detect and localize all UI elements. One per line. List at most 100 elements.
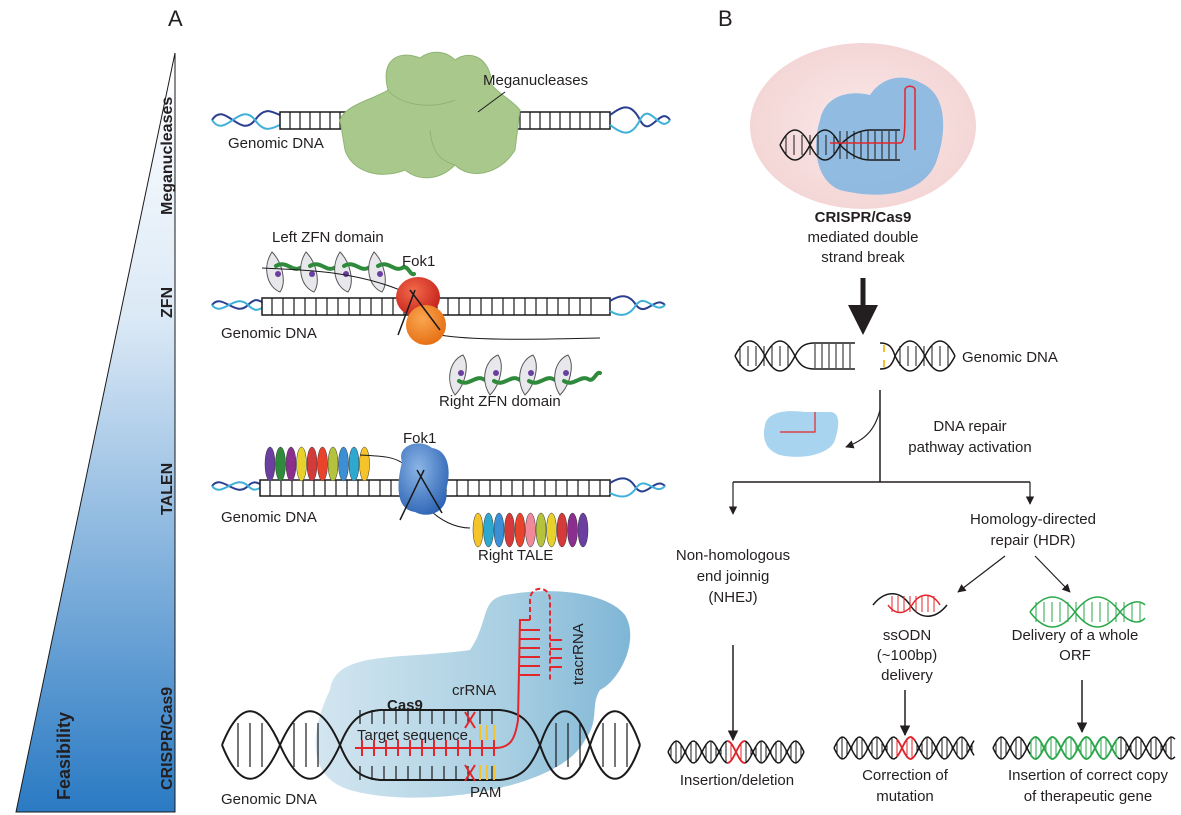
right-zfn-fingers (439, 334, 602, 396)
orf-line1: Delivery of a whole (1012, 627, 1139, 644)
cas9-cut-marks (464, 711, 476, 782)
released-cas9 (763, 411, 839, 457)
zfn-fok1-orange (406, 305, 446, 345)
crrna-label: crRNA (452, 682, 496, 699)
tale-repeat (285, 446, 297, 482)
tier-crispr-label: CRISPR/Cas9 (159, 687, 176, 790)
feasibility-triangle (15, 52, 176, 813)
nhej-line1: Non-homologous (676, 547, 790, 564)
right-tale-linker (429, 509, 471, 529)
outcome-dna-indel (667, 740, 805, 764)
hdr-line1: Homology-directed (970, 511, 1096, 528)
tale-repeat (567, 512, 578, 548)
hdr-line2: repair (HDR) (990, 532, 1075, 549)
tale-repeat (546, 512, 557, 548)
tale-repeat (556, 512, 568, 548)
right-tale-label: Right TALE (478, 547, 553, 564)
tale-repeat (483, 512, 494, 548)
tale-repeat (338, 446, 349, 482)
cas9-protein (315, 591, 631, 798)
zinc-finger (368, 251, 416, 293)
outcome-insertion-line2: of therapeutic gene (1024, 788, 1152, 805)
tale-repeat (472, 512, 484, 548)
feasibility-label: Feasibility (54, 712, 74, 800)
ssodn-strand (872, 593, 948, 617)
dsb-line1: mediated double (808, 229, 919, 246)
talen-cut-line-2 (416, 469, 443, 514)
left-zfn-domain-label: Left ZFN domain (272, 229, 384, 246)
outcome-dna-correction (833, 736, 975, 760)
dsb-line2: strand break (821, 249, 905, 266)
tale-repeat (306, 446, 318, 482)
tale-repeat (264, 446, 276, 482)
ssodn-line2: (~100bp) (877, 647, 937, 664)
orf-line2: ORF (1059, 647, 1091, 664)
tale-repeat (504, 512, 515, 548)
outcome-correction-line2: mutation (876, 788, 934, 805)
dsb-arrow-head (848, 305, 878, 335)
genomic-dna-label: Genomic DNA (962, 349, 1058, 366)
zinc-finger (554, 354, 602, 396)
panel-b-letter: B (718, 6, 733, 31)
released-grna (780, 412, 816, 433)
crispr-dna (221, 709, 641, 781)
outcome-correction-line1: Correction of (862, 767, 949, 784)
orf-donor (1029, 596, 1146, 628)
guide-rna (355, 587, 562, 756)
panel-a-letter: A (168, 6, 183, 31)
nhej-line2: end joinnig (697, 568, 770, 585)
broken-dna (734, 340, 956, 372)
tale-repeat (514, 512, 526, 548)
ssodn-line1: ssODN (883, 627, 931, 644)
tale-repeat (525, 512, 536, 548)
zfn-dna-label: Genomic DNA (221, 325, 317, 342)
cell-dna (779, 85, 916, 161)
cas9-label: Cas9 (387, 697, 423, 714)
repair-line1: DNA repair (933, 418, 1006, 435)
meganuclease-enzyme (339, 51, 521, 179)
right-tale-repeats (472, 512, 589, 548)
talen-fok1-label: Fok1 (403, 430, 436, 447)
tier-meganucleases-label: Meganucleases (159, 97, 176, 215)
nhej-line3: (NHEJ) (708, 589, 757, 606)
meganuclease-pointer (477, 91, 506, 113)
ssodn-arrow (957, 555, 1006, 593)
cell-cas9-complex (816, 77, 944, 195)
zfn-cut-line-1 (397, 289, 416, 336)
meganuclease-label: Meganucleases (483, 72, 588, 89)
tale-repeat (296, 446, 307, 482)
pam-marks (479, 725, 495, 780)
ssodn-line3: delivery (881, 667, 933, 684)
dsb-title: CRISPR/Cas9 (815, 209, 912, 226)
tracrrna-label: tracrRNA (570, 623, 587, 685)
tier-talen-label: TALEN (159, 463, 176, 515)
talen-fok1 (398, 443, 449, 515)
meganuclease-dna-label: Genomic DNA (228, 135, 324, 152)
target-sequence-label: Target sequence (357, 727, 468, 744)
talen-cut-line-1 (399, 469, 425, 521)
tale-repeat (275, 446, 286, 482)
zfn-fok1-label: Fok1 (402, 253, 435, 270)
zinc-finger (519, 354, 567, 396)
talen-dna-label: Genomic DNA (221, 509, 317, 526)
right-zfn-domain-label: Right ZFN domain (439, 393, 561, 410)
tale-repeat (535, 512, 547, 548)
tale-repeat (327, 446, 339, 482)
pam-label: PAM (470, 784, 501, 801)
left-tale-repeats (264, 446, 370, 482)
outcome-dna-insertion (992, 736, 1176, 760)
orf-arrow (1034, 555, 1071, 593)
crispr-dna-label: Genomic DNA (221, 791, 317, 808)
left-zfn-fingers (261, 251, 416, 293)
tale-repeat (359, 446, 370, 482)
outcome-insertion-line1: Insertion of correct copy (1008, 767, 1169, 784)
tale-repeat (348, 446, 360, 482)
tier-zfn-label: ZFN (159, 287, 176, 318)
zfn-cut-line-2 (409, 289, 441, 331)
tale-repeat (493, 512, 505, 548)
tale-repeat (577, 512, 589, 548)
release-arrow (845, 409, 881, 449)
outcome-indel-label: Insertion/deletion (680, 772, 794, 789)
tale-repeat (317, 446, 328, 482)
